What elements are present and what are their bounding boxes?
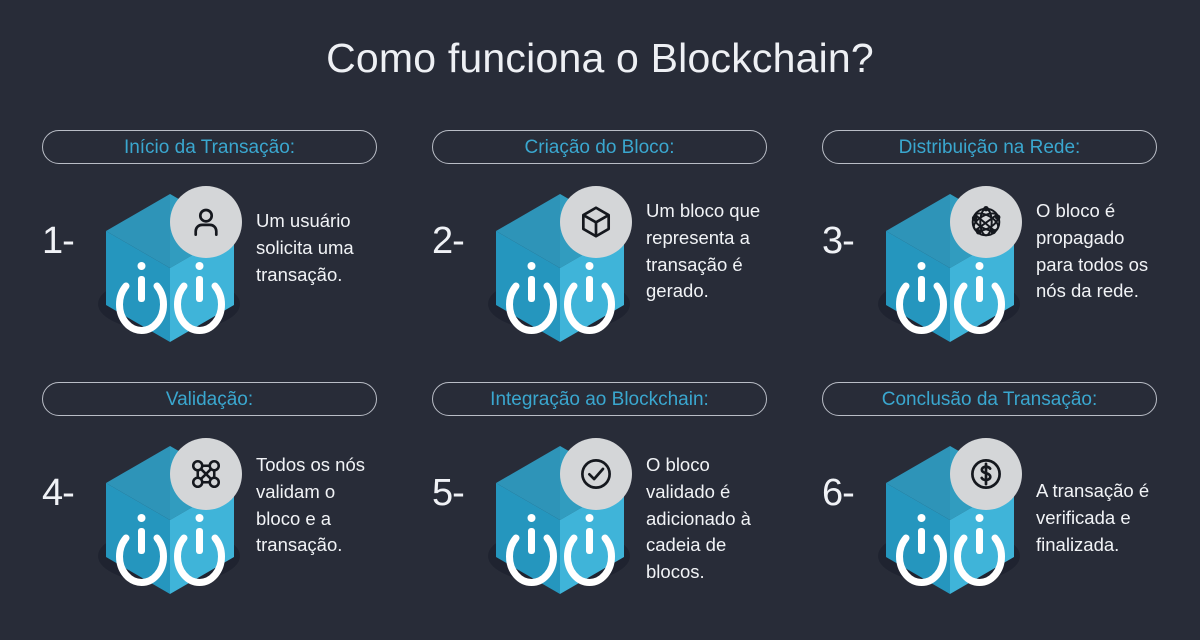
- step-header-pill-2: Criação do Bloco:: [432, 130, 767, 164]
- page-title: Como funciona o Blockchain?: [326, 35, 874, 81]
- step-description-2: Um bloco que representa a transação é ge…: [646, 200, 761, 302]
- step-header-pill-1: Início da Transação:: [42, 130, 377, 164]
- step-number-3: 3-: [822, 220, 855, 262]
- step-header-pill-5: Integração ao Blockchain:: [432, 382, 767, 416]
- step-card-3: Distribuição na Rede: 3-: [822, 130, 1200, 382]
- cube-illustration-2: [482, 186, 634, 360]
- step-body-2: 2-: [432, 186, 822, 380]
- person-icon: [194, 208, 218, 237]
- step-badge-1: [170, 186, 242, 258]
- step-card-5: Integração ao Blockchain: 5-: [432, 382, 822, 634]
- step-header-label-2: Criação do Bloco:: [524, 136, 675, 158]
- step-badge-4: [170, 438, 242, 510]
- step-number-2: 2-: [432, 220, 465, 262]
- step-body-3: 3-: [822, 186, 1200, 380]
- step-number-4: 4-: [42, 472, 75, 514]
- network-globe-icon: [971, 205, 1001, 237]
- step-card-1: Início da Transação: 1-: [42, 130, 432, 382]
- step-description-4: Todos os nós validam o bloco e a transaç…: [256, 454, 366, 556]
- step-body-5: 5-: [432, 438, 822, 632]
- step-number-1: 1-: [42, 220, 75, 262]
- step-card-4: Validação: 4-: [42, 382, 432, 634]
- step-header-pill-4: Validação:: [42, 382, 377, 416]
- step-description-5: O bloco validado é adicionado à cadeia d…: [646, 454, 751, 583]
- nodes-grid-icon: [191, 459, 221, 489]
- check-circle-icon: [581, 459, 611, 489]
- cube-illustration-4: [92, 438, 244, 612]
- step-body-4: 4-: [42, 438, 432, 632]
- cube-illustration-1: [92, 186, 244, 360]
- step-header-pill-3: Distribuição na Rede:: [822, 130, 1157, 164]
- cube-illustration-6: [872, 438, 1024, 612]
- step-description-1: Um usuário solicita uma transação.: [256, 210, 354, 285]
- steps-grid: Início da Transação: 1-: [0, 130, 1200, 634]
- step-header-label-3: Distribuição na Rede:: [898, 136, 1081, 158]
- step-badge-3: [950, 186, 1022, 258]
- step-body-1: 1-: [42, 186, 432, 380]
- step-badge-6: [950, 438, 1022, 510]
- cube-illustration-5: [482, 438, 634, 612]
- step-header-label-4: Validação:: [165, 388, 254, 410]
- dollar-circle-icon: [971, 459, 1001, 489]
- step-description-3: O bloco é propagado para todos os nós da…: [1036, 200, 1149, 302]
- step-card-2: Criação do Bloco: 2-: [432, 130, 822, 382]
- step-badge-2: [560, 186, 632, 258]
- step-header-label-5: Integração ao Blockchain:: [490, 388, 709, 410]
- cube-icon: [581, 206, 611, 238]
- step-header-label-6: Conclusão da Transação:: [881, 388, 1098, 410]
- step-badge-5: [560, 438, 632, 510]
- step-body-6: 6-: [822, 438, 1200, 632]
- step-number-6: 6-: [822, 472, 855, 514]
- step-card-6: Conclusão da Transação: 6-: [822, 382, 1200, 634]
- step-header-pill-6: Conclusão da Transação:: [822, 382, 1157, 416]
- step-number-5: 5-: [432, 472, 465, 514]
- step-header-label-1: Início da Transação:: [123, 136, 296, 158]
- cube-illustration-3: [872, 186, 1024, 360]
- step-description-6: A transação é verificada e finalizada.: [1036, 480, 1150, 555]
